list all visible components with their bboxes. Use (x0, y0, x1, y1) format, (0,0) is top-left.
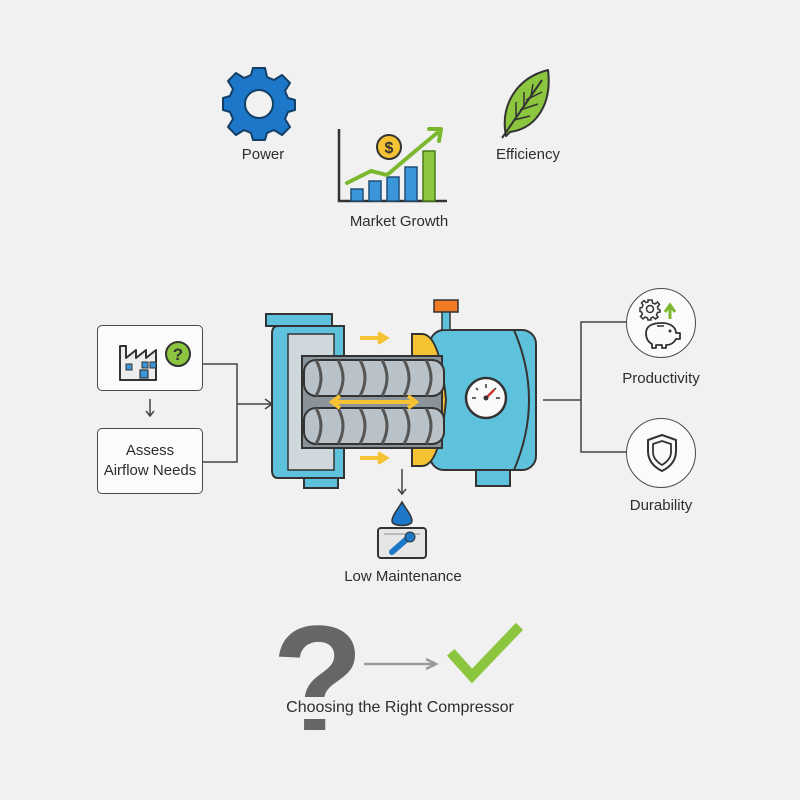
assess-airflow-card: Assess Airflow Needs (97, 428, 203, 494)
screw-compressor-illustration (265, 299, 537, 489)
leaf-icon (501, 69, 550, 139)
right-arrow-icon (364, 657, 439, 671)
shield-icon (647, 434, 677, 472)
factory-icon (119, 345, 157, 381)
down-arrow-center (397, 469, 407, 496)
market-growth-chart-icon: $ (337, 127, 447, 203)
durability-label: Durability (629, 497, 693, 514)
assess-label-line1: Assess (125, 442, 175, 459)
question-mark-icon: ? (272, 594, 364, 762)
right-connector (543, 321, 627, 453)
piggy-bank-icon (639, 299, 681, 349)
factory-card: ? (97, 325, 203, 391)
efficiency-label: Efficiency (496, 146, 560, 163)
low-maintenance-label: Low Maintenance (344, 568, 462, 585)
gear-icon (222, 67, 296, 141)
assess-label-line2: Airflow Needs (103, 462, 197, 479)
choosing-compressor-caption: Choosing the Right Compressor (250, 697, 550, 719)
checkmark-icon (446, 622, 524, 684)
durability-circle (626, 418, 696, 488)
productivity-label: Productivity (622, 370, 700, 387)
maintenance-toolbox-icon (377, 500, 427, 559)
svg-text:?: ? (173, 345, 183, 364)
down-arrow-left (145, 399, 155, 418)
market-growth-label: Market Growth (349, 213, 449, 230)
productivity-circle (626, 288, 696, 358)
question-badge-icon: ? (165, 341, 191, 367)
power-label: Power (241, 146, 285, 163)
dollar-icon: $ (385, 140, 394, 157)
